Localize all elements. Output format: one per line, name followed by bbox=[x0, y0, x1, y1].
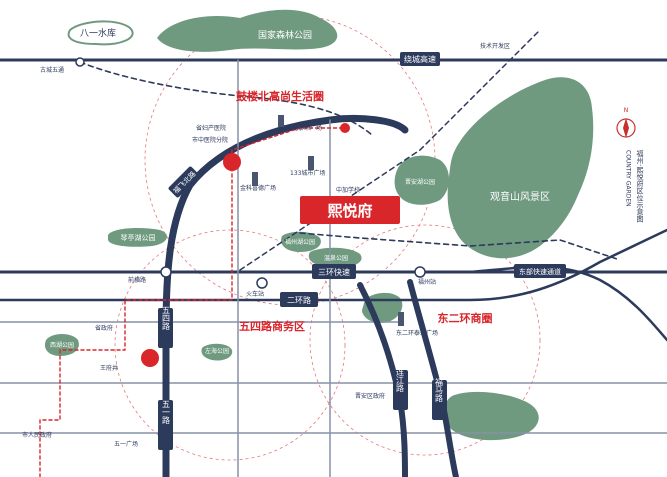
south-park-area bbox=[444, 391, 539, 441]
landmark-wangfujing: 王府井 bbox=[100, 364, 118, 372]
node-ring3-west bbox=[160, 266, 172, 278]
bayi-reservoir-label: 八一水库 bbox=[80, 27, 116, 39]
road-label-wuyi: 五一路 bbox=[158, 400, 173, 450]
building-icon bbox=[278, 115, 284, 127]
main-artery-road bbox=[162, 114, 409, 477]
guanyin-label: 观音山风景区 bbox=[490, 190, 550, 203]
roads bbox=[0, 29, 667, 477]
compass-label: N bbox=[624, 107, 629, 114]
building-icon bbox=[308, 156, 314, 170]
road-east-express-text: 东部快速通道 bbox=[519, 267, 561, 276]
landmark-qianqiao: 前横路 bbox=[128, 276, 146, 284]
metro-station-dongjie bbox=[141, 349, 159, 367]
node-guzhai bbox=[75, 57, 85, 67]
compass-needle-icon bbox=[623, 118, 629, 138]
road-label-ring2: 二环路 bbox=[280, 292, 318, 307]
landmark-labels: 五四北泰禾广场 省妇产医院 市中医院分院 金科喜德广场 133城市广场 中加学校… bbox=[22, 42, 510, 448]
xiaqin-park-area bbox=[108, 227, 167, 247]
metro-line-east bbox=[299, 232, 621, 261]
building-icon bbox=[398, 312, 404, 326]
landmark-city-gov: 市人民政府 bbox=[22, 431, 52, 439]
train-station-icon bbox=[256, 277, 268, 289]
ring2-road bbox=[0, 228, 667, 302]
landmark-right-top: 技术开发区 bbox=[480, 42, 510, 50]
metro-line-north bbox=[79, 61, 373, 136]
area-north-life: 鼓楼北高尚生活圈 bbox=[236, 89, 324, 103]
building-icons bbox=[252, 115, 404, 326]
fuzhou-park-area bbox=[281, 231, 321, 252]
landmark-plaza133: 133城市广场 bbox=[290, 169, 325, 177]
metro-red bbox=[39, 127, 346, 477]
guanyin-mountain-area bbox=[447, 77, 594, 259]
compass: N bbox=[616, 107, 636, 138]
lake-small-label: 温泉公园 bbox=[324, 254, 348, 262]
landmark-wusi-north-plaza: 五四北泰禾广场 bbox=[280, 124, 322, 132]
node-ring3-east bbox=[414, 266, 426, 278]
road-label-east-express: 东部快速通道 bbox=[514, 264, 566, 278]
metro-station-north bbox=[340, 123, 350, 133]
parks bbox=[44, 9, 594, 441]
road-labels: 绕城高速 三环快速 二环路 东部快速通道 五一路 五四路 连江路 福马路 bbox=[158, 52, 566, 450]
road-ring3-text: 三环快速 bbox=[318, 267, 350, 277]
road-label-wusi: 五四路 bbox=[158, 306, 173, 348]
area-labels: 鼓楼北高尚生活圈 五四路商务区 东二环商圈 bbox=[236, 89, 493, 333]
legend: 福州·熙悦府区位示意图 COUNTRY GARDEN bbox=[625, 149, 645, 223]
road-fuma-text: 福马路 bbox=[435, 378, 444, 402]
building-icon bbox=[252, 172, 258, 186]
landmark-guzhai: 古城五通 bbox=[40, 66, 64, 74]
fuzhou-park-label: 福州湖公园 bbox=[285, 238, 315, 246]
xiaqin-label: 琴亭湖公园 bbox=[121, 233, 156, 242]
forest-park-area bbox=[157, 9, 338, 52]
road-jinan-text: 连江路 bbox=[396, 367, 405, 392]
landmark-fuzhou-station: 福州站 bbox=[418, 278, 436, 286]
area-east-ring: 东二环商圈 bbox=[438, 311, 493, 325]
landmark-jinke-plaza: 金科喜德广场 bbox=[240, 184, 276, 192]
landmark-sheng-gov: 省政府 bbox=[95, 324, 113, 332]
ne-diagonal-road bbox=[239, 29, 541, 271]
road-wuyi-text: 五一路 bbox=[162, 400, 171, 424]
east-express-road bbox=[468, 265, 667, 342]
lake-park-small bbox=[308, 247, 362, 268]
road-wusi-text: 五四路 bbox=[162, 306, 171, 330]
landmark-zhongyi: 市中医院分院 bbox=[192, 136, 228, 144]
landmark-train-station: 火车站 bbox=[246, 290, 264, 298]
zuohai-park-label: 左海公园 bbox=[205, 347, 229, 355]
road-label-jinan: 连江路 bbox=[393, 367, 408, 410]
circle-east bbox=[309, 224, 541, 456]
forest-park-label: 国家森林公园 bbox=[258, 29, 312, 41]
road-ring2-text: 二环路 bbox=[287, 295, 311, 305]
zuohai-park-area bbox=[201, 343, 233, 361]
road-label-fuma: 福马路 bbox=[432, 378, 447, 420]
road-label-north-ring: 绕城高速 bbox=[400, 52, 440, 66]
landmark-wuyi-plaza: 五一广场 bbox=[114, 440, 138, 448]
xihu-park-label: 西湖公园 bbox=[50, 341, 74, 349]
metro-stations bbox=[75, 57, 426, 367]
road-label-ring3: 三环快速 bbox=[312, 264, 356, 279]
road-north-ring-text: 绕城高速 bbox=[404, 54, 436, 64]
landmark-jinan-gov: 晋安区政府 bbox=[355, 392, 385, 400]
project-title: 熙悦府 bbox=[327, 202, 372, 220]
park-labels: 国家森林公园 八一水库 观音山风景区 琴亭湖公园 福州湖公园 晋安湖公园 西湖公… bbox=[50, 27, 550, 355]
landmark-shichangzhong: 省妇产医院 bbox=[196, 124, 226, 132]
jiangbin-park-area bbox=[394, 155, 449, 205]
bayi-reservoir-area bbox=[67, 20, 134, 46]
legend-main: 福州·熙悦府区位示意图 bbox=[636, 149, 644, 223]
metro-station-gulou bbox=[223, 153, 241, 171]
project-badge: 熙悦府 bbox=[300, 196, 400, 224]
landmark-zhongjia: 中加学校 bbox=[336, 186, 360, 194]
circle-wusi bbox=[114, 229, 346, 461]
jiangbin-park-label: 晋安湖公园 bbox=[405, 178, 435, 186]
area-wusi-business: 五四路商务区 bbox=[239, 319, 305, 333]
legend-sub: COUNTRY GARDEN bbox=[625, 150, 632, 207]
landmark-east2-plaza: 东二环泰禾广场 bbox=[396, 329, 438, 337]
